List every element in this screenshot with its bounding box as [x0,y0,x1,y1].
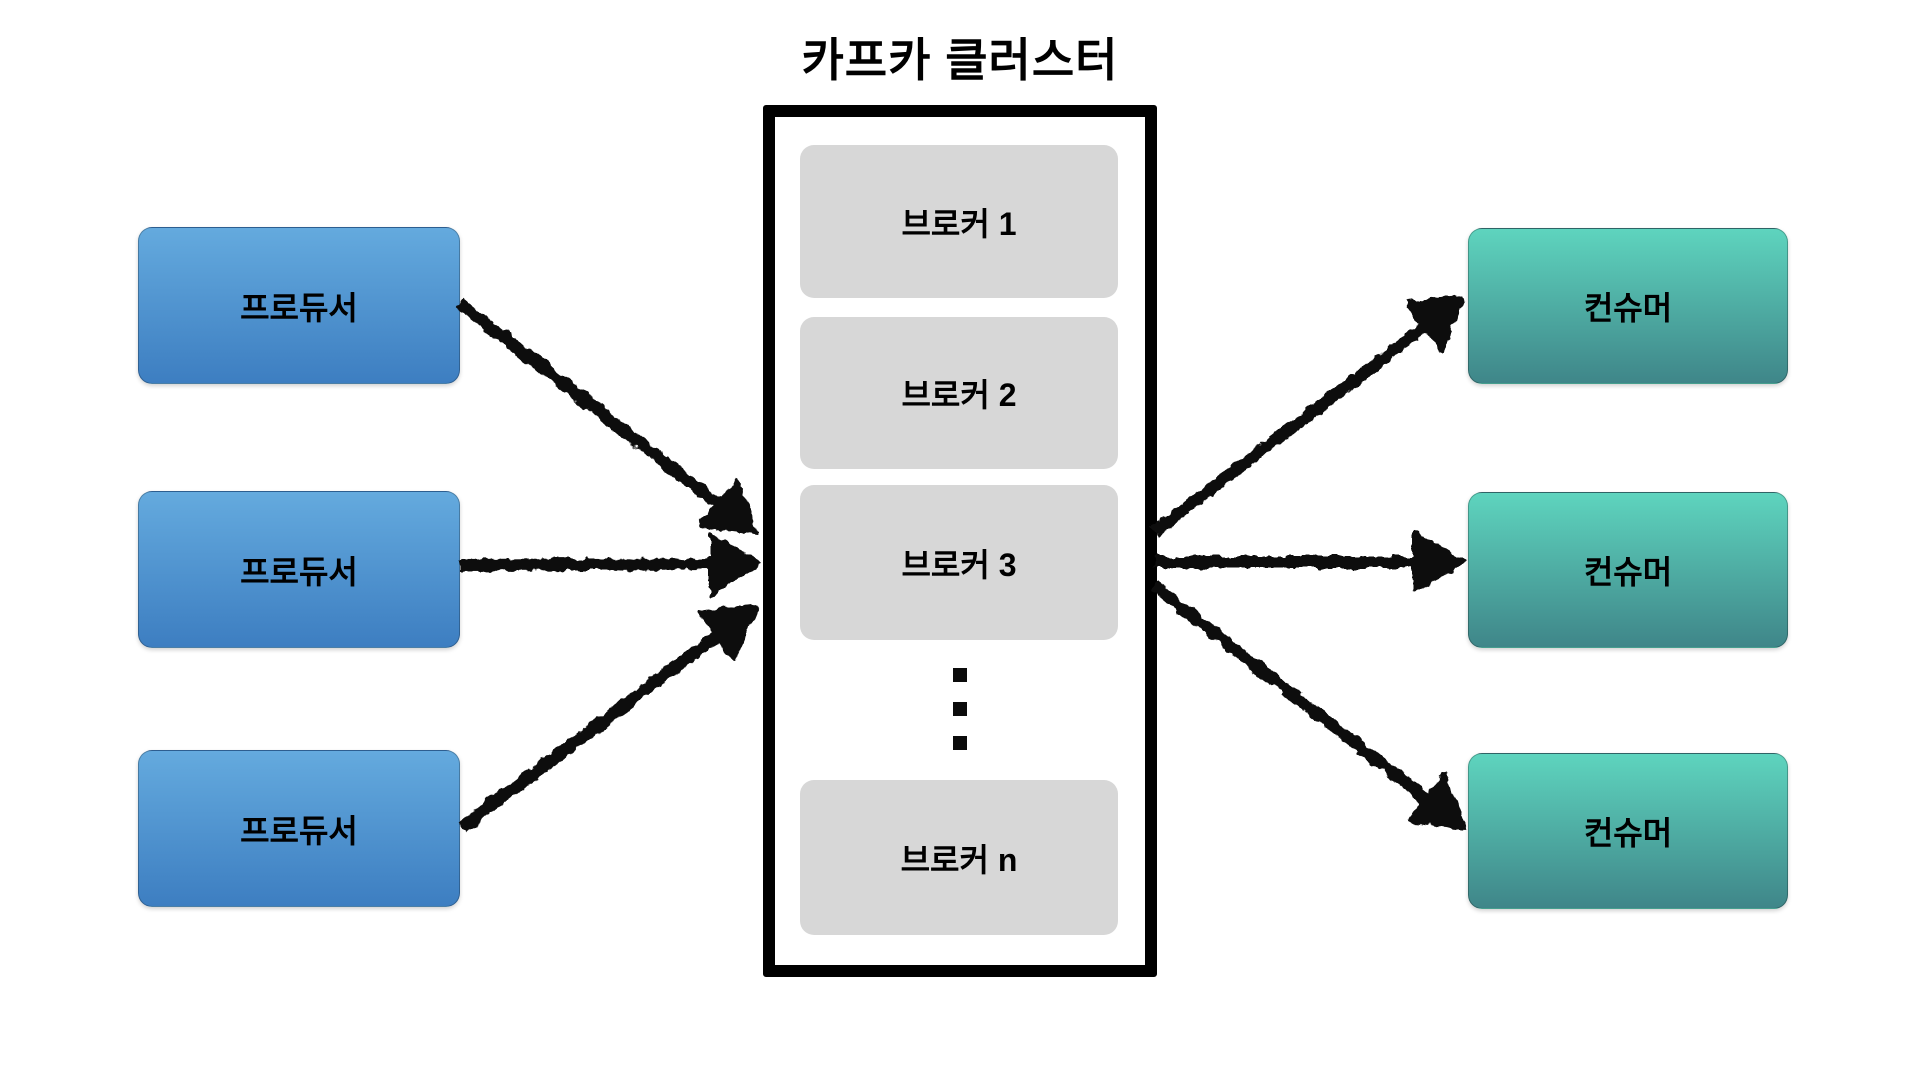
arrowhead-icon [1412,530,1466,594]
diagram-title: 카프카 클러스터 [801,34,1119,86]
arrow-cluster-to-consumer3 [1150,581,1468,830]
arrow-shaft [1150,581,1432,805]
producer-box-3: 프로듀서 [138,750,460,907]
arrow-shaft [456,298,726,512]
arrowhead-icon [1406,772,1468,830]
vertical-ellipsis-icon [953,668,967,750]
arrow-producer3-to-cluster [458,604,759,832]
ellipsis-dot [953,668,967,682]
ellipsis-dot [953,736,967,750]
broker-label: 브로커 3 [901,546,1017,583]
consumer-label: 컨슈머 [1583,815,1673,851]
arrowhead-icon [697,477,759,535]
broker-box-3: 브로커 3 [800,485,1118,640]
arrow-shaft [458,628,725,832]
broker-box-2: 브로커 2 [800,317,1118,469]
broker-box-1: 브로커 1 [800,145,1118,298]
arrow-shaft [1150,320,1431,537]
producer-box-2: 프로듀서 [138,491,460,648]
arrow-cluster-to-consumer2 [1154,530,1466,594]
producer-label: 프로듀서 [240,812,358,849]
producer-label: 프로듀서 [240,553,358,590]
arrow-cluster-to-consumer1 [1150,295,1466,537]
ellipsis-dot [953,702,967,716]
consumer-box-2: 컨슈머 [1468,492,1788,648]
arrowhead-icon [709,532,763,596]
producer-label: 프로듀서 [240,289,358,326]
arrow-shaft [459,558,717,571]
consumer-label: 컨슈머 [1583,554,1673,590]
producer-box-1: 프로듀서 [138,227,460,384]
consumer-box-3: 컨슈머 [1468,753,1788,909]
broker-label: 브로커 1 [901,205,1017,242]
arrow-producer1-to-cluster [456,298,759,535]
broker-label: 브로커 n [900,841,1018,878]
arrow-producer2-to-cluster [459,532,763,596]
broker-label: 브로커 2 [901,377,1017,413]
consumer-box-1: 컨슈머 [1468,228,1788,384]
arrowhead-icon [697,604,759,662]
consumer-label: 컨슈머 [1583,290,1673,326]
broker-box-n: 브로커 n [800,780,1118,935]
arrowhead-icon [1404,295,1466,353]
